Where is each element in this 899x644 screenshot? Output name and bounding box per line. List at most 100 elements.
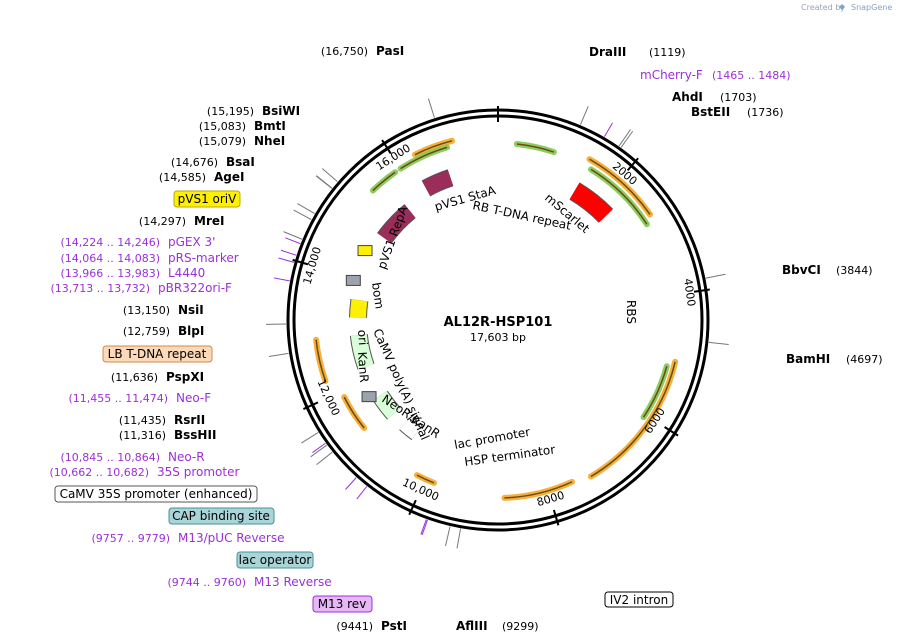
primer-name-pgex3[interactable]: pGEX 3' [168, 235, 215, 249]
site-name-bsiwi[interactable]: BsiWI [262, 104, 300, 118]
primer-name-pbr322ori-f[interactable]: pBR322ori-F [158, 281, 232, 295]
arc-green-1-core [590, 168, 648, 225]
site-name-mrei[interactable]: MreI [194, 214, 224, 228]
site-name-bmti[interactable]: BmtI [254, 119, 286, 133]
site-pos-bamhi: (4697) [846, 353, 883, 366]
primer-name-neo-r[interactable]: Neo-R [168, 450, 205, 464]
tick-label-4000: 4000 [681, 278, 698, 308]
site-pos-bsai: (14,676) [171, 156, 218, 169]
site-name-afliii[interactable]: AflIII [456, 619, 488, 633]
site-name-nsii[interactable]: NsiI [178, 303, 204, 317]
site-name-agei[interactable]: AgeI [214, 170, 244, 184]
plasmid-length: 17,603 bp [470, 331, 526, 344]
label-iv2-intron[interactable]: IV2 intron [604, 591, 674, 608]
site-name-draiii[interactable]: DraIII [589, 45, 626, 59]
leader-bsteii [620, 130, 634, 148]
credit-brand: SnapGene [851, 3, 892, 12]
site-name-bsshii[interactable]: BssHII [174, 428, 216, 442]
site-pos-afliii: (9299) [502, 620, 539, 633]
svg-text:lac operator: lac operator [239, 553, 312, 567]
primer-range-mcherry-f: (1465 .. 1484) [712, 69, 791, 82]
tick-mark-10000 [408, 499, 417, 516]
tick-mark-12000 [302, 401, 319, 410]
primer-range-pgex3: (14,224 .. 14,246) [60, 236, 160, 249]
site-name-psti[interactable]: PstI [381, 619, 407, 633]
svg-text:pVS1 oriV: pVS1 oriV [178, 192, 238, 206]
site-name-blpi[interactable]: BlpI [178, 324, 204, 338]
site-pos-blpi: (12,759) [123, 325, 170, 338]
leader-psti [445, 526, 451, 547]
feature-label-rbs: RBS [624, 300, 638, 324]
label-lb-t-dna-repeat[interactable]: LB T-DNA repeat [102, 345, 213, 363]
site-name-bsai[interactable]: BsaI [226, 155, 255, 169]
arc-orange-4-core [504, 481, 573, 499]
leader-pasi [427, 98, 435, 118]
primer-name-mcherry-f[interactable]: mCherry-F [640, 68, 703, 82]
leader-bsshii [316, 451, 333, 466]
site-pos-rsrii: (11,435) [119, 414, 166, 427]
tick-mark-4000 [693, 288, 710, 293]
leader-agei [293, 209, 312, 221]
site-pos-pspxi: (11,636) [111, 371, 158, 384]
primer-name-m13-reverse[interactable]: M13 Reverse [254, 575, 332, 589]
primer-name-l4440[interactable]: L4440 [168, 266, 205, 280]
credit-text: Created by [801, 3, 845, 12]
tick-mark-6000 [664, 426, 679, 437]
site-pos-pasi: (16,750) [321, 45, 368, 58]
primer-range-neo-f: (11,455 .. 11,474) [68, 392, 168, 405]
leader-primer-neo-r [345, 477, 357, 490]
leader-primer-35s-promoter [356, 486, 368, 500]
svg-text:pVS1 RepA: pVS1 RepA [375, 204, 411, 271]
site-name-nhei[interactable]: NheI [254, 134, 285, 148]
site-pos-draiii: (1119) [649, 46, 686, 59]
leader-primer-mcherry-f [604, 122, 613, 137]
tick-mark-2000 [626, 157, 639, 172]
primer-name-m13-puc-reverse[interactable]: M13/pUC Reverse [178, 531, 285, 545]
site-name-bamhi[interactable]: BamHI [786, 352, 830, 366]
svg-text:LB T-DNA repeat: LB T-DNA repeat [108, 347, 207, 361]
site-pos-mrei: (14,297) [139, 215, 186, 228]
primer-range-prs-marker: (14,064 .. 14,083) [60, 252, 160, 265]
site-name-ahdi[interactable]: AhdI [672, 90, 703, 104]
leader-nhei [315, 175, 333, 189]
site-pos-nhei: (15,079) [199, 135, 246, 148]
leader-primer-m13-reverse [421, 519, 428, 536]
site-name-bsteii[interactable]: BstEII [691, 105, 730, 119]
primer-name-prs-marker[interactable]: pRS-marker [168, 251, 239, 265]
arc-green-5-core [642, 366, 668, 418]
primer-range-35s-promoter: (10,662 .. 10,682) [49, 466, 149, 479]
arc-orange-7-core [416, 474, 435, 484]
leader-blpi [268, 352, 289, 358]
site-pos-bsshii: (11,316) [119, 429, 166, 442]
label-camv-35s-promoter-enhanced[interactable]: CaMV 35S promoter (enhanced) [54, 485, 258, 503]
leader-primer-prs-marker [280, 249, 297, 256]
site-name-bbvci[interactable]: BbvCI [782, 263, 821, 277]
label-pvs1-oriv[interactable]: pVS1 oriV [173, 190, 241, 208]
tick-mark-14000 [292, 258, 309, 266]
pvs1-staa-arrow [422, 170, 454, 196]
primer-name-35s-promoter[interactable]: 35S promoter [157, 465, 239, 479]
label-m13-rev[interactable]: M13 rev [312, 595, 373, 613]
leader-draiii [579, 106, 589, 125]
primer-name-neo-f[interactable]: Neo-F [176, 391, 211, 405]
primer-range-m13-puc-reverse: (9757 .. 9779) [91, 532, 170, 545]
leader-pspxi [301, 432, 319, 444]
site-pos-agei: (14,585) [159, 171, 206, 184]
leader-primer-neo-f [312, 442, 326, 453]
arc-orange-1-core [589, 158, 651, 215]
site-name-pspxi[interactable]: PspXI [166, 370, 204, 384]
label-cap-binding-site[interactable]: CAP binding site [168, 507, 275, 525]
site-name-rsrii[interactable]: RsrII [174, 413, 205, 427]
site-pos-nsii: (13,150) [123, 304, 170, 317]
site-name-pasi[interactable]: PasI [376, 44, 404, 58]
label-lac-operator[interactable]: lac operator [236, 551, 314, 569]
leader-bamhi [708, 341, 729, 345]
pvs1-repa-arrow [377, 204, 416, 244]
leader-afliii [456, 528, 462, 549]
leader-primer-pgex-3- [285, 237, 301, 245]
bom-box [345, 274, 361, 286]
svg-text:ori: ori [355, 329, 370, 346]
leader-layer [266, 98, 729, 549]
arc-green-3-core [516, 143, 555, 153]
